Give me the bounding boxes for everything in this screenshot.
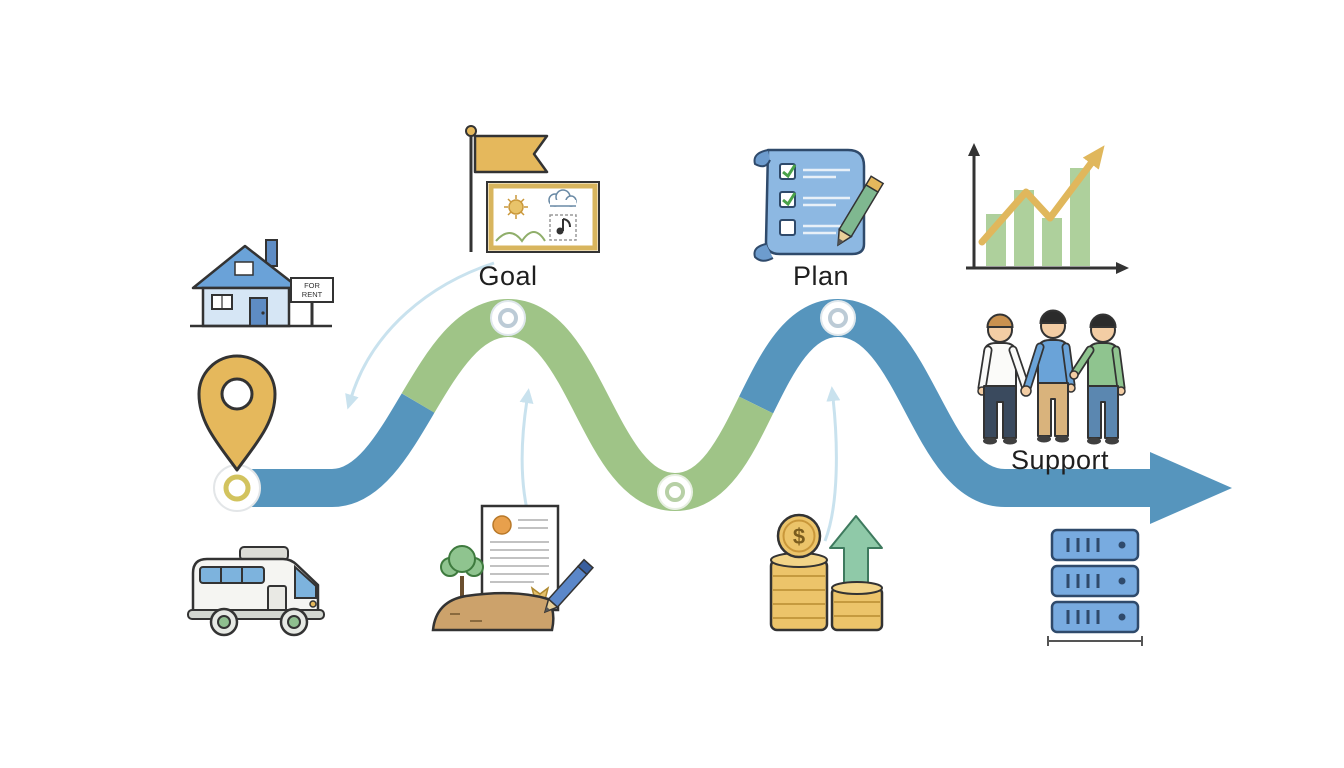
house-for-rent-icon: FOR RENT <box>190 239 334 328</box>
path-segment-green <box>401 298 774 512</box>
goal-label: Goal <box>478 261 538 291</box>
sign-text-line1: FOR <box>304 281 320 290</box>
server-unit <box>1050 600 1140 634</box>
music-note-icon <box>556 218 571 235</box>
bar <box>1070 168 1090 266</box>
for-rent-sign <box>290 277 334 303</box>
waypoints <box>213 300 856 512</box>
growth-chart-icon <box>966 143 1129 274</box>
door <box>249 297 268 327</box>
trend-arrow <box>978 145 1105 246</box>
roof-window <box>234 261 254 276</box>
checkmark <box>782 192 797 207</box>
rv-windows <box>199 566 265 584</box>
checkbox <box>779 191 796 208</box>
person-middle <box>1020 309 1076 443</box>
guide-arrow-goal-to-start <box>345 261 495 410</box>
journey-path <box>237 298 1232 524</box>
windshield <box>294 564 317 599</box>
scroll-curl-top <box>753 149 771 168</box>
contract-icon <box>431 504 595 632</box>
up-arrow-icon <box>829 515 883 587</box>
coins-icon: $ <box>769 513 884 632</box>
pen-icon <box>543 558 595 614</box>
headlight <box>309 600 317 608</box>
scroll-curl-bottom <box>753 243 774 262</box>
guide-arrow-coins-to-path <box>823 386 841 542</box>
goal-flag-icon <box>465 125 549 252</box>
person-left <box>977 313 1031 445</box>
path-segment-blue-2 <box>739 298 1160 507</box>
pencil-icon <box>837 175 885 247</box>
sign-text-line2: RENT <box>302 290 323 299</box>
sun-icon <box>508 199 524 215</box>
dollar-symbol: $ <box>793 524 805 549</box>
ground-mound <box>431 591 555 632</box>
vision-board-icon <box>486 181 600 253</box>
tree-icon <box>440 545 484 600</box>
support-people-icon <box>977 309 1126 445</box>
flag <box>473 134 549 174</box>
server-icon <box>1047 528 1143 646</box>
gold-frame <box>488 183 598 251</box>
door-knob <box>261 311 265 315</box>
hills-sketch <box>495 231 546 243</box>
plan-checklist-icon <box>753 148 885 262</box>
bar <box>1014 190 1034 266</box>
coin-stack-left <box>769 558 829 632</box>
checkmark <box>782 164 797 179</box>
path-arrowhead <box>1150 452 1232 524</box>
plan-label: Plan <box>792 261 850 291</box>
handshake <box>1020 385 1032 397</box>
path-segment-blue-1 <box>237 393 435 507</box>
bar <box>1042 218 1062 266</box>
cloud-icon <box>548 189 577 207</box>
pole-knob <box>465 125 477 137</box>
server-unit <box>1050 564 1140 598</box>
checkbox <box>779 163 796 180</box>
location-pin-icon <box>197 354 277 472</box>
person-right <box>1069 313 1126 445</box>
support-label: Support <box>1010 445 1110 475</box>
seal-dot <box>492 515 512 535</box>
checkbox <box>779 219 796 236</box>
server-unit <box>1050 528 1140 562</box>
rv-camper-icon <box>187 546 325 637</box>
